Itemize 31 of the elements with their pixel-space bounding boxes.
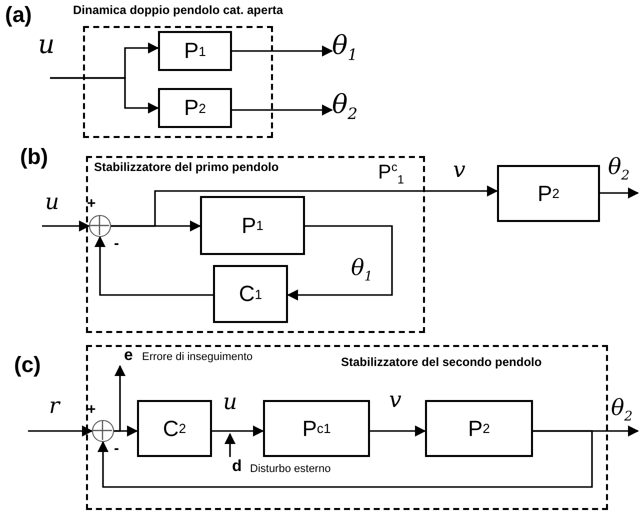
arrow (50, 77, 160, 114)
arrow (42, 220, 90, 232)
group-title: Stabilizzatore del primo pendolo (94, 160, 279, 174)
sign-label: + (87, 402, 96, 417)
signal-label: θ$_{2}$ (332, 92, 372, 128)
arrow (224, 432, 236, 457)
arrow (114, 364, 126, 432)
arrow (212, 425, 264, 437)
sign-label: - (114, 236, 119, 251)
group-title: Dinamica doppio pendolo cat. aperta (73, 3, 284, 17)
sign-label: - (114, 441, 119, 456)
panel-label: (a) (5, 2, 32, 28)
arrow (370, 425, 426, 437)
signal-label: d (232, 459, 242, 475)
signal-label: u (38, 32, 74, 78)
panel-label: (c) (14, 352, 41, 378)
arrow (232, 104, 334, 116)
arrow (232, 45, 334, 57)
arrow (28, 425, 94, 437)
signal-label: θ$_{1}$ (332, 33, 372, 69)
sign-label: + (87, 196, 96, 211)
arrow (94, 236, 213, 296)
arrow (111, 185, 498, 227)
arrow (286, 225, 393, 301)
description-text: Errore di inseguimento (142, 351, 253, 363)
arrow (97, 430, 593, 488)
description-text: Disturbo esterno (250, 463, 331, 475)
signal-label: e (124, 348, 133, 364)
group-title: Stabilizzatore del secondo pendolo (341, 355, 542, 369)
arrow (600, 187, 640, 199)
panel-label: (b) (20, 144, 48, 170)
